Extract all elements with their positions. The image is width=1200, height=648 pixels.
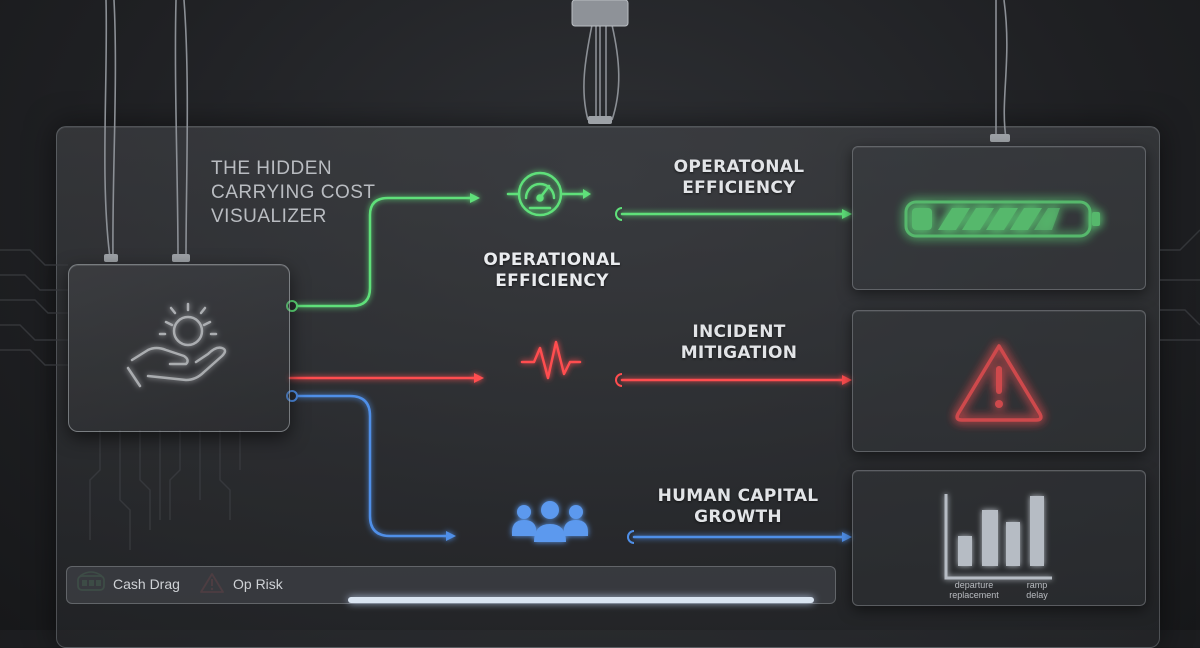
hand-holding-sun-icon: [126, 302, 227, 388]
arrowhead-blue-2: [842, 532, 852, 542]
people-icon: [512, 501, 588, 542]
center-label-efficiency: OPERATIONAL EFFICIENCY: [483, 250, 621, 291]
legend-item-op-risk: Op Risk: [233, 576, 283, 592]
source-node-panel: [68, 264, 290, 432]
arrowhead-red-1: [474, 373, 484, 383]
bar-3: [1006, 522, 1020, 566]
bar-chart-icon: [944, 494, 1052, 580]
legend-item-cash-drag: Cash Drag: [113, 576, 180, 592]
top-connector: [571, 0, 629, 27]
speedometer-icon: [506, 171, 591, 217]
battery-icon: [904, 200, 1100, 238]
arrowhead-green-1: [470, 193, 480, 203]
chart-label-ramp: ramp delay: [1026, 580, 1048, 600]
progress-bar: [348, 597, 814, 603]
hanging-cables: [104, 0, 1008, 259]
output-panel-incident: [852, 310, 1146, 452]
arrowhead-blue-1: [446, 531, 456, 541]
bar-1: [958, 536, 972, 566]
flow-line-blue-1: [294, 394, 448, 538]
bar-4: [1030, 496, 1044, 566]
circuit-traces: [0, 229, 1200, 550]
arrowhead-red-2: [842, 375, 852, 385]
output-panel-efficiency: [852, 146, 1146, 290]
bar-2: [982, 510, 998, 566]
arrowhead-green-2: [842, 209, 852, 219]
output-label-incident: INCIDENT MITIGATION: [680, 322, 798, 363]
output-panel-human-capital: [852, 470, 1146, 606]
heartbeat-icon: [520, 340, 582, 380]
output-label-efficiency: OPERATONAL EFFICIENCY: [673, 157, 805, 198]
flow-line-green-1: [294, 196, 472, 308]
output-label-human-capital: HUMAN CAPITAL GROWTH: [657, 486, 819, 527]
warning-triangle-icon: [955, 344, 1043, 422]
chart-label-departure: departure replacement: [949, 580, 999, 600]
diagram-title: THE HIDDEN CARRYING COST VISUALIZER: [211, 158, 376, 227]
